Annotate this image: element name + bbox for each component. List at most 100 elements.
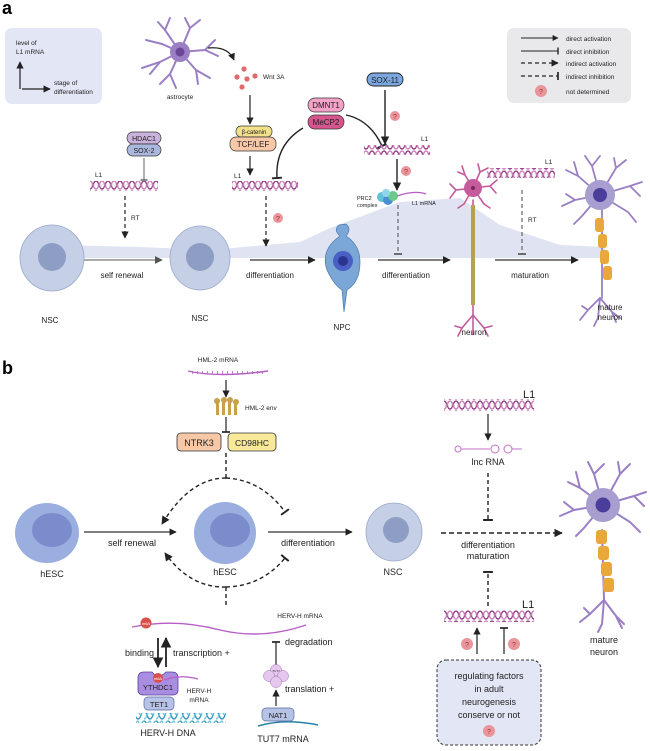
l1-level-curve bbox=[60, 198, 605, 258]
svg-text:SOX-11: SOX-11 bbox=[371, 76, 399, 85]
panel-b-label: b bbox=[2, 358, 13, 378]
hesc-label-left: hESC bbox=[40, 569, 64, 579]
svg-text:?: ? bbox=[393, 114, 397, 121]
question-badge-icon bbox=[273, 213, 283, 223]
l1-dna-top bbox=[444, 399, 534, 411]
svg-text:?: ? bbox=[539, 89, 543, 96]
svg-text:SOX-2: SOX-2 bbox=[133, 148, 154, 155]
nsc-cell-2-icon bbox=[169, 225, 231, 291]
svg-text:TET1: TET1 bbox=[150, 700, 168, 709]
hml2-mrna-label: HML-2 mRNA bbox=[198, 357, 239, 364]
l1-dna-1 bbox=[90, 181, 158, 191]
hml2-env-icon bbox=[214, 397, 239, 415]
question-badge-icon bbox=[401, 166, 411, 176]
npc-label: NPC bbox=[334, 323, 351, 332]
lnc-rna-icon bbox=[454, 444, 522, 454]
mature-neuron-label-a-2: neuron bbox=[598, 313, 623, 322]
l1-label-2: L1 bbox=[234, 173, 242, 180]
svg-text:complex: complex bbox=[357, 203, 378, 209]
hesc-cell-left-icon bbox=[15, 503, 79, 563]
ythdc1-icon bbox=[137, 671, 179, 696]
y-axis-label-2: L1 mRNA bbox=[16, 49, 45, 56]
svg-text:HDAC1: HDAC1 bbox=[132, 136, 156, 143]
transcription-label: transcription + bbox=[173, 648, 230, 658]
svg-text:regulating factors: regulating factors bbox=[454, 671, 524, 681]
differentiation-label-b: differentiation bbox=[281, 538, 335, 548]
question-badge-icon bbox=[483, 725, 495, 737]
npc-cell-icon bbox=[324, 223, 361, 313]
svg-text:?: ? bbox=[276, 216, 280, 223]
herv-h-small-label-1: HERV-H bbox=[187, 688, 212, 695]
tut7-cluster-icon bbox=[263, 664, 289, 688]
herv-h-mrna-label: HERV-H mRNA bbox=[277, 613, 323, 620]
neuron-label: neuron bbox=[462, 328, 487, 337]
self-renewal-promote-arc-bottom bbox=[164, 552, 227, 588]
svg-text:NTRK3: NTRK3 bbox=[184, 438, 214, 448]
ntrk3-box bbox=[176, 432, 222, 452]
legend-indirect-activation: indirect activation bbox=[566, 61, 617, 68]
mature-neuron-icon-a bbox=[561, 155, 643, 327]
svg-text:MeCP2: MeCP2 bbox=[313, 118, 340, 127]
prc2-complex-icon bbox=[377, 189, 398, 205]
svg-text:PRC2: PRC2 bbox=[357, 196, 372, 202]
l1-mrna-strand bbox=[396, 191, 427, 197]
degradation-label: degradation bbox=[285, 637, 333, 647]
question-badge-icon bbox=[390, 111, 400, 121]
legend-direct-inhibition: direct inhibition bbox=[566, 49, 610, 56]
hml2-env-label: HML-2 env bbox=[245, 405, 278, 412]
x-axis-label-1: stage of bbox=[54, 80, 77, 87]
l1-mrna-label: L1 mRNA bbox=[412, 201, 436, 207]
mecp2-inhibit-arrow-1 bbox=[272, 127, 304, 180]
svg-text:?: ? bbox=[465, 642, 469, 649]
legend-direct-activation: direct activation bbox=[566, 36, 612, 43]
nsc-cell-1-icon bbox=[19, 224, 85, 292]
svg-text:conserve or not: conserve or not bbox=[458, 710, 521, 720]
neuron-icon bbox=[449, 163, 498, 337]
differentiation-label-1: differentiation bbox=[246, 271, 294, 280]
cd98hc-box bbox=[227, 432, 277, 452]
svg-text:DMNT1: DMNT1 bbox=[312, 101, 340, 110]
m6a-icon bbox=[140, 617, 152, 629]
svg-text:TCF/LEF: TCF/LEF bbox=[237, 140, 270, 149]
l1-dna-4 bbox=[487, 168, 555, 178]
nsc-label-2: NSC bbox=[192, 314, 209, 323]
mature-neuron-label-b-1: mature bbox=[590, 635, 618, 645]
legend-indirect-inhibition: indirect inhibition bbox=[566, 74, 615, 81]
astrocyte-label: astrocyte bbox=[167, 94, 194, 101]
herv-h-dna-label: HERV-H DNA bbox=[140, 728, 195, 738]
svg-text:neurogenesis: neurogenesis bbox=[462, 697, 517, 707]
question-badge-icon bbox=[535, 85, 547, 97]
l1-label-3: L1 bbox=[421, 136, 429, 143]
arrow-legend: direct activation direct inhibition indi… bbox=[507, 28, 631, 103]
svg-text:?: ? bbox=[487, 729, 491, 736]
diff-mat-label-1: differentiation bbox=[461, 540, 515, 550]
y-axis-label-1: level of bbox=[16, 40, 37, 47]
nsc-cell-b-icon bbox=[365, 502, 423, 562]
x-axis-label-2: differentiation bbox=[54, 89, 93, 96]
rt-label-1: RT bbox=[131, 215, 140, 222]
astrocyte-icon bbox=[141, 17, 219, 89]
m6a-bound-icon bbox=[153, 673, 163, 683]
translation-label: translation + bbox=[285, 684, 334, 694]
question-badge-icon bbox=[508, 638, 520, 650]
tut7-mrna-strand bbox=[257, 721, 319, 727]
binding-label: binding bbox=[125, 648, 154, 658]
l1-dna-bottom bbox=[444, 610, 534, 622]
maturation-label: maturation bbox=[511, 271, 549, 280]
dmnt1-pill bbox=[307, 97, 345, 113]
legend-not-determined: not determined bbox=[566, 89, 610, 96]
sox11-pill bbox=[366, 72, 404, 87]
svg-text:YTHDC1: YTHDC1 bbox=[143, 683, 173, 692]
svg-text:CD98HC: CD98HC bbox=[235, 438, 269, 448]
mature-neuron-label-a-1: mature bbox=[598, 303, 623, 312]
svg-text:NAT1: NAT1 bbox=[269, 711, 288, 720]
l1-label-4: L1 bbox=[545, 159, 553, 166]
herv-h-small-label-2: mRNA bbox=[189, 697, 209, 704]
regulating-factors-box: regulating factors in adult neurogenesis… bbox=[436, 659, 542, 746]
sox2-pill bbox=[126, 143, 162, 157]
lnc-rna-label: lnc RNA bbox=[471, 457, 504, 467]
l1-top-label: L1 bbox=[523, 389, 535, 401]
axis-legend-box: level of L1 mRNA stage of differentiatio… bbox=[5, 28, 102, 104]
hesc-cell-center-icon bbox=[194, 502, 256, 564]
